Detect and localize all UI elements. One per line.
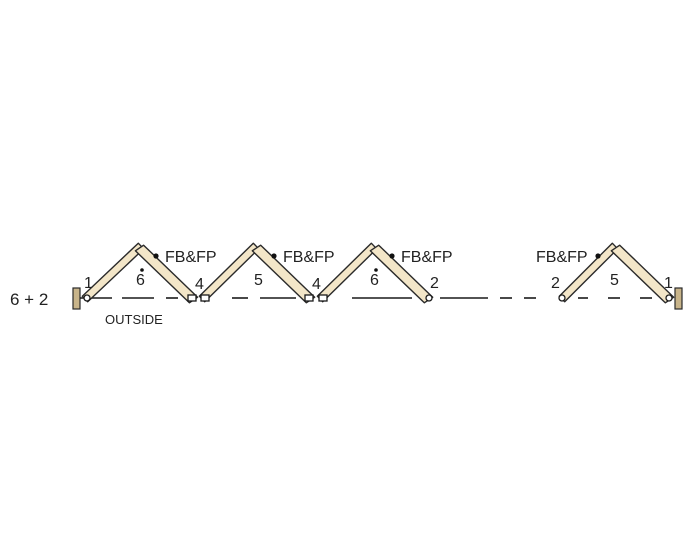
hardware-dot <box>153 253 159 259</box>
hardware-dot <box>271 253 277 259</box>
hardware-dot <box>595 253 601 259</box>
panel-number: 5 <box>254 272 263 289</box>
right-jamb <box>674 287 683 310</box>
hardware-label: FB&FP <box>283 249 335 266</box>
panel-6-center <box>369 244 434 304</box>
panel-number: 4 <box>312 276 321 293</box>
hardware-dots <box>140 253 601 272</box>
pivot-marker <box>83 294 91 302</box>
pivot-marker <box>187 294 197 302</box>
folded-panels <box>81 242 675 304</box>
panel-number: 1 <box>664 275 673 292</box>
panel-number: 5 <box>610 272 619 289</box>
panel-number: 1 <box>84 275 93 292</box>
left-jamb <box>72 287 81 310</box>
panel-5-left <box>251 244 316 304</box>
panel-6 <box>134 244 199 304</box>
pivot-markers <box>83 294 673 302</box>
pivot-marker <box>200 294 210 302</box>
panel-5-right <box>610 244 675 304</box>
hardware-dot <box>389 253 395 259</box>
pivot-marker <box>318 294 328 302</box>
hardware-dot <box>140 268 144 272</box>
pivot-marker <box>665 294 673 302</box>
panel-number: 6 <box>370 272 379 289</box>
hardware-label: FB&FP <box>536 249 588 266</box>
hardware-dot <box>374 268 378 272</box>
pivot-marker <box>425 294 433 302</box>
hardware-label: FB&FP <box>165 249 217 266</box>
panel-number: 4 <box>195 276 204 293</box>
pivot-marker <box>558 294 566 302</box>
hardware-label: FB&FP <box>401 249 453 266</box>
pivot-marker <box>304 294 314 302</box>
panel-number: 2 <box>551 275 560 292</box>
panel-1 <box>81 242 145 303</box>
panel-number: 6 <box>136 272 145 289</box>
outside-label: OUTSIDE <box>105 312 163 327</box>
configuration-label: 6 + 2 <box>10 290 48 309</box>
panel-number: 2 <box>430 275 439 292</box>
